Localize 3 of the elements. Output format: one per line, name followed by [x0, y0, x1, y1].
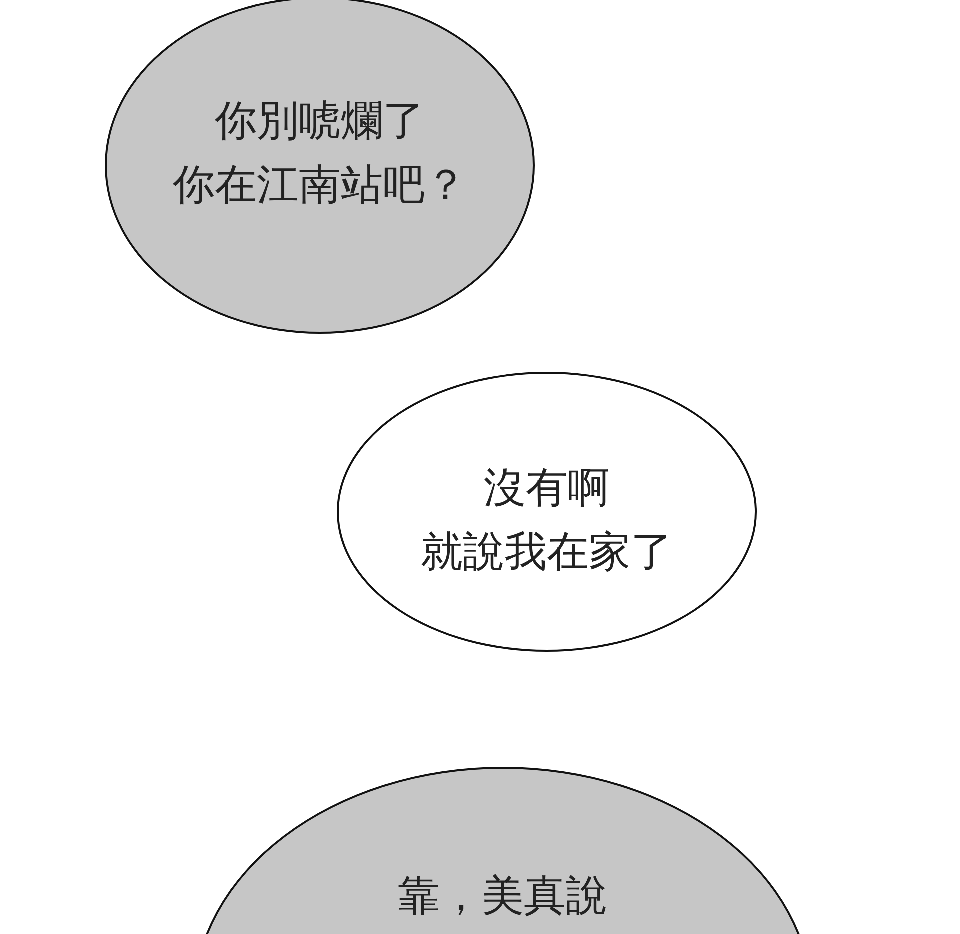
speech-text: 靠，美真說: [397, 870, 609, 922]
speech-text: 沒有啊就說我在家了: [420, 462, 674, 578]
speech-text: 你別唬爛了你在江南站吧？: [172, 95, 468, 211]
